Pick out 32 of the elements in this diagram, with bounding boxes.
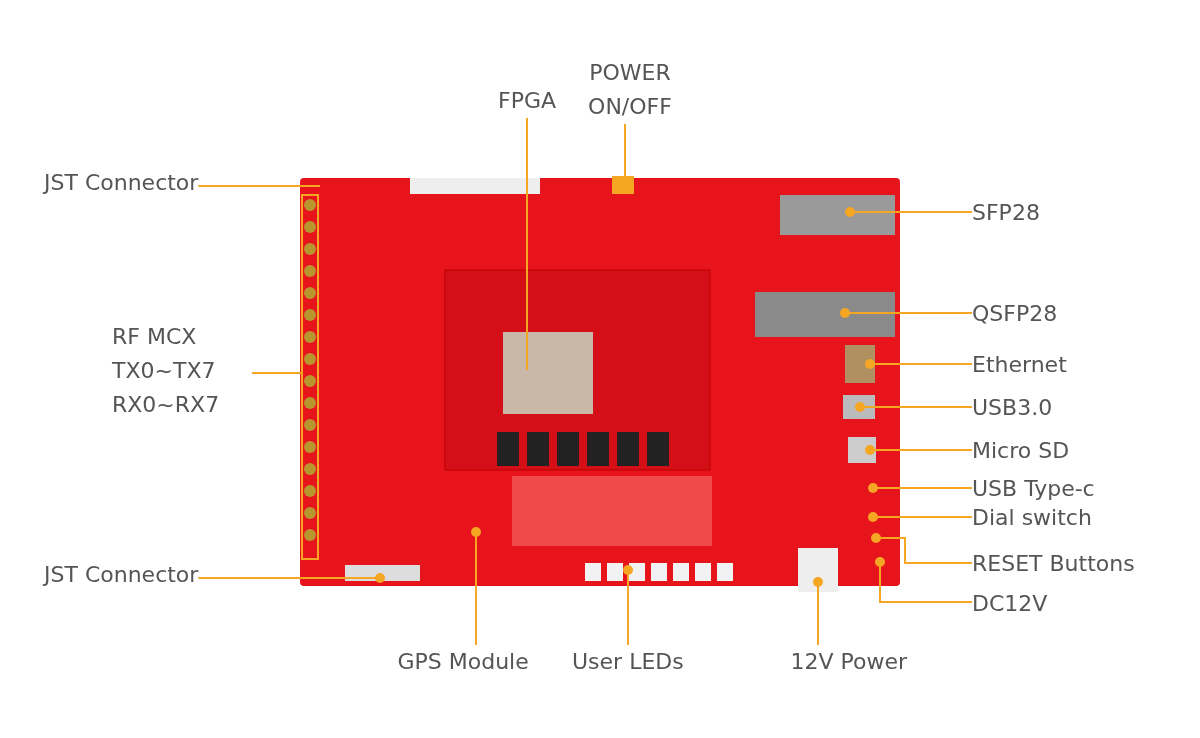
- callout-label: JST Connector: [44, 166, 199, 200]
- callout-label: USB3.0: [972, 391, 1053, 425]
- callout-label: SFP28: [972, 196, 1040, 230]
- leader-line: [868, 483, 973, 493]
- leader-line: [845, 207, 973, 217]
- leader-line: [840, 308, 973, 318]
- callout-label: GPS Module: [397, 645, 529, 679]
- leader-line: [197, 573, 385, 583]
- leader-line: [623, 565, 633, 646]
- leader-line: [813, 577, 823, 646]
- leader-line: [251, 372, 303, 374]
- leader-line: [865, 359, 973, 369]
- circuit-board-drawing: [300, 176, 900, 592]
- callout-label: JST Connector: [44, 558, 199, 592]
- leader-line: [471, 527, 481, 646]
- leader-line: [865, 445, 973, 455]
- leader-line: [871, 533, 973, 564]
- callout-label: RF MCX TX0~TX7 RX0~RX7: [112, 320, 252, 422]
- leader-line: [526, 117, 528, 371]
- leader-line: [868, 512, 973, 522]
- leader-line: [197, 185, 321, 187]
- leader-line: [855, 402, 973, 412]
- callout-label: DC12V: [972, 587, 1048, 621]
- leader-line: [875, 557, 973, 603]
- callout-label: Micro SD: [972, 434, 1070, 468]
- callout-label: Ethernet: [972, 348, 1067, 382]
- callout-label: 12V Power: [790, 645, 908, 679]
- callout-label: POWER ON/OFF: [570, 56, 690, 124]
- callout-label: RESET Buttons: [972, 547, 1135, 581]
- callout-label: User LEDs: [572, 645, 684, 679]
- callout-label: QSFP28: [972, 297, 1058, 331]
- callout-label: FPGA: [498, 84, 557, 118]
